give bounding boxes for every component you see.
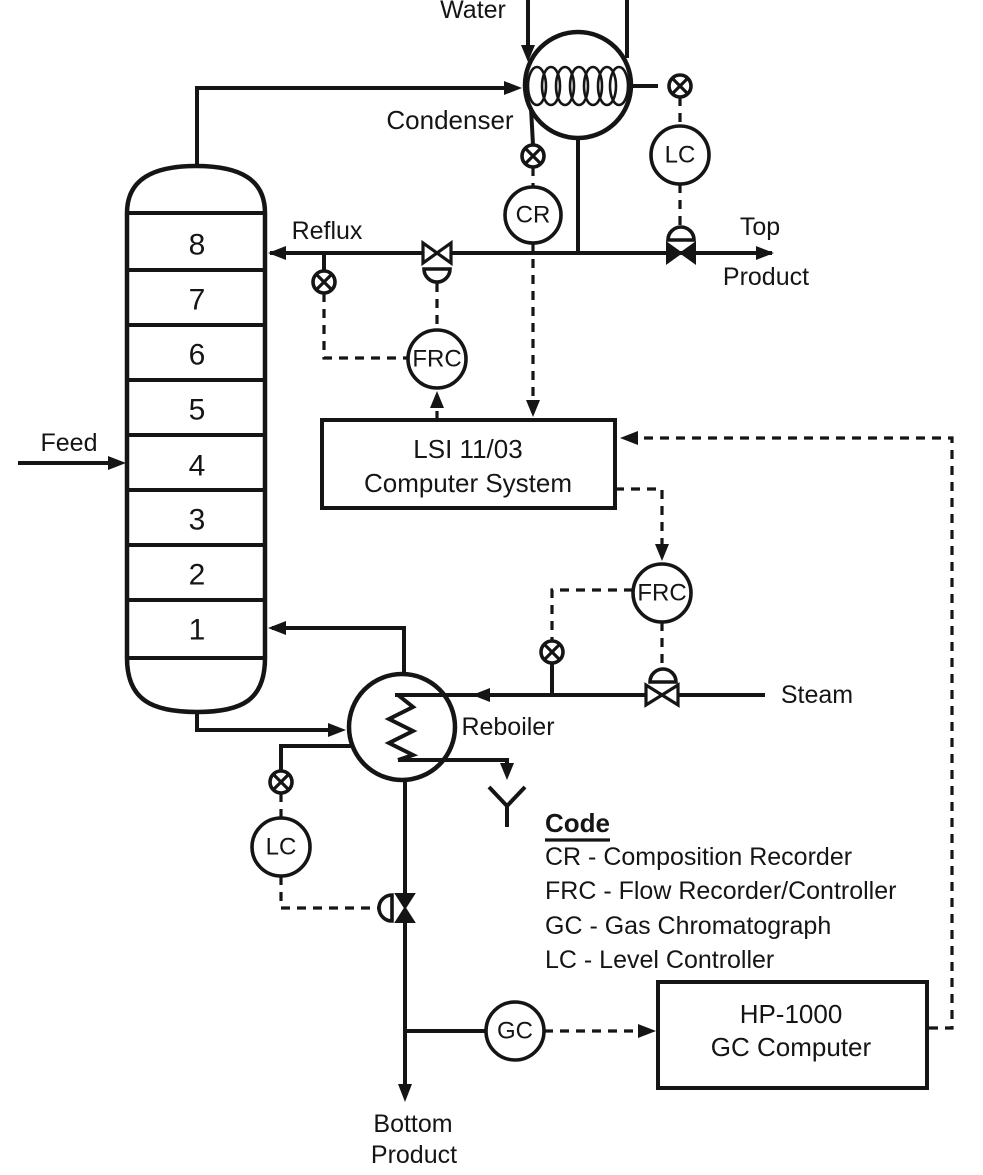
steam-sensor-to-frc-signal: [550, 588, 633, 640]
lsi-to-frc2-arrowhead-icon: [655, 544, 669, 561]
bottoms-arrowhead-icon: [328, 723, 346, 737]
water-label: Water: [440, 0, 506, 24]
condenser-label: Condenser: [386, 105, 514, 135]
hp-to-lsi-signal: [634, 436, 954, 1030]
legend-heading: Code: [545, 808, 610, 838]
tray-number-7: 7: [189, 284, 206, 317]
tray-number-4: 4: [189, 450, 206, 483]
reflux-arrowhead-icon: [268, 246, 286, 260]
legend-entry-frc: FRC - Flow Recorder/Controller: [545, 877, 896, 905]
bottom-product-arrowhead-icon: [398, 1084, 412, 1102]
cr-sensor-stem: [529, 107, 535, 146]
steam-control-valve-icon: [644, 667, 680, 708]
distillation-column: 8 7 6 5 4 3 2 1: [124, 163, 268, 715]
lsi-to-frc-arrowhead-icon: [430, 391, 444, 408]
lsi-title-line1: LSI 11/03: [413, 434, 522, 464]
flow-controller-steam-instrument: FRC: [631, 562, 693, 624]
lsi-to-frc2-signal: [615, 487, 664, 548]
tray-number-2: 2: [189, 559, 206, 592]
gas-chromatograph-instrument: GC: [484, 1000, 546, 1062]
legend-entry-lc: LC - Level Controller: [545, 946, 774, 974]
bottom-product-label-line2: Product: [371, 1141, 457, 1169]
column-tray-numbers: 8 7 6 5 4 3 2 1: [189, 229, 206, 647]
lc-top-tag-label: LC: [665, 142, 696, 169]
reflux-flow-sensor-icon: [311, 269, 337, 295]
steam-arrowhead-icon: [472, 688, 490, 702]
reboiler-coil-zigzag: [384, 693, 419, 762]
frc-reflux-tag-label: FRC: [412, 346, 461, 373]
steam-flow-sensor-icon: [539, 639, 565, 665]
condenser-coil-icon: [526, 65, 630, 107]
frc-steam-tag-label: FRC: [637, 580, 686, 607]
process-lines: [18, 0, 774, 1102]
valve-icons: [377, 225, 696, 923]
feed-label: Feed: [41, 429, 98, 457]
lc-bottom-tag-label: LC: [266, 834, 297, 861]
reboiler-level-tap: [279, 744, 352, 771]
flow-controller-reflux-instrument: FRC: [406, 328, 468, 390]
level-controller-top-instrument: LC: [649, 124, 711, 186]
overhead-arrowhead-icon: [504, 81, 522, 95]
signal-lines: [279, 97, 954, 1038]
gc-tag-label: GC: [497, 1018, 533, 1045]
drain-arrowhead-icon: [500, 763, 514, 780]
hp-title-line1: HP-1000: [740, 999, 843, 1029]
column-tray-lines: [127, 211, 265, 660]
reboiler-level-sensor-icon: [268, 769, 294, 795]
cr-sample-sensor-icon: [520, 143, 546, 169]
cr-to-lsi-arrowhead-icon: [526, 400, 540, 417]
bottom-product-label-line1: Bottom: [373, 1110, 452, 1138]
bottom-product-valve-icon: [377, 893, 416, 923]
tray-number-3: 3: [189, 504, 206, 537]
tray-number-6: 6: [189, 339, 206, 372]
condenser-level-sensor-icon: [667, 73, 693, 99]
lsi-title-line2: Computer System: [364, 468, 572, 498]
tray-number-8: 8: [189, 229, 206, 262]
legend-entry-cr: CR - Composition Recorder: [545, 843, 852, 871]
sensor-icons: [268, 73, 693, 795]
hp-computer-box: HP-1000 GC Computer: [656, 980, 929, 1090]
overhead-vapor-line: [195, 86, 506, 166]
instrument-circles: CR LC FRC FRC LC GC: [250, 124, 711, 1062]
vapor-return-line: [272, 626, 406, 674]
level-controller-bottom-instrument: LC: [250, 816, 312, 878]
stream-labels: Water Condenser Reflux Top Product Feed …: [41, 0, 854, 1169]
reboiler-label: Reboiler: [461, 713, 554, 741]
tray-number-1: 1: [189, 614, 206, 647]
legend: Code CR - Composition Recorder FRC - Flo…: [545, 808, 896, 974]
feed-arrowhead-icon: [108, 456, 126, 470]
top-product-label-line1: Top: [740, 213, 780, 241]
tray-number-5: 5: [189, 394, 206, 427]
top-product-label-line2: Product: [723, 263, 809, 291]
cr-tag-label: CR: [516, 202, 551, 229]
legend-entry-gc: GC - Gas Chromatograph: [545, 912, 831, 940]
top-product-arrowhead-icon: [756, 246, 774, 260]
vapor-return-arrowhead-icon: [268, 621, 286, 635]
reflux-label: Reflux: [292, 217, 363, 245]
lc-bottom-to-valve-signal: [279, 876, 378, 910]
bottoms-line: [195, 712, 330, 732]
reflux-control-valve-icon: [421, 239, 453, 284]
composition-recorder-instrument: CR: [503, 185, 563, 245]
hp-title-line2: GC Computer: [711, 1032, 872, 1062]
top-product-valve-icon: [666, 225, 696, 265]
steam-label: Steam: [781, 681, 853, 709]
water-arrowhead-icon: [521, 45, 535, 62]
lsi-computer-box: LSI 11/03 Computer System: [320, 418, 617, 510]
reflux-sensor-to-frc-signal: [322, 293, 407, 360]
hp-to-lsi-arrowhead-icon: [620, 431, 638, 445]
gc-to-hp-arrowhead-icon: [638, 1024, 656, 1038]
drain-funnel-icon: [487, 785, 527, 827]
